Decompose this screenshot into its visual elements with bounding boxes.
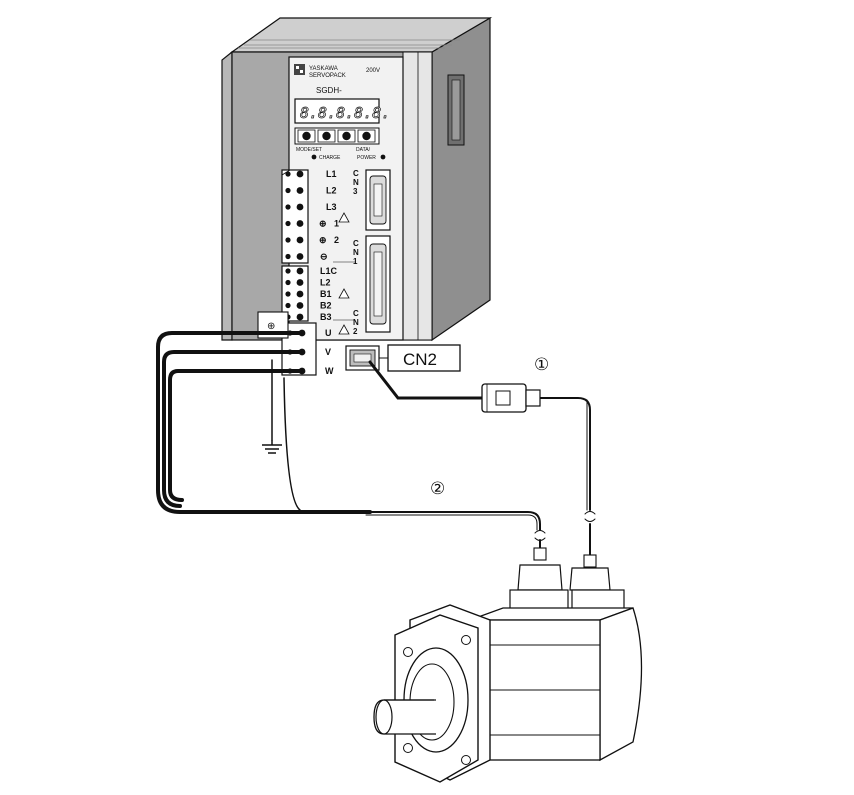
warning-triangle-icon [338,288,350,299]
cable-1-number: ① [534,355,549,374]
connector-label-letter: C [353,239,359,248]
servomotor [373,547,643,783]
charge-led-icon [311,154,317,160]
terminal-screw-icon [296,313,304,321]
encoder-cable-connector [481,383,541,413]
terminal-label: L3 [326,202,337,212]
connector-label-letter: N [353,318,359,327]
connector-label-letter: C [353,309,359,318]
terminal-screw-icon [296,187,304,194]
model-number: SGDH- [316,86,342,95]
cable-2-number: ② [430,479,445,498]
warning-triangle-icon [338,324,350,335]
brand-header: YASKAWA SERVOPACK 200V SGDH- [294,64,380,95]
operator-buttons: MODE/SET DATA/ CHARGE POWER [294,127,386,161]
terminal-label: L1C [320,266,338,276]
terminal-screw-icon [285,268,291,274]
plus-symbol-icon: ⊕ [319,219,327,229]
data-button[interactable] [357,129,376,143]
connector-label-letter: 1 [353,257,358,266]
connector-cn3[interactable] [365,169,391,231]
brand-servopack: SERVOPACK [309,73,346,79]
power-led-icon [380,154,386,160]
terminal-screw-icon [296,302,304,309]
yaskawa-logo-icon [294,64,305,75]
terminal-screw-icon [296,170,304,178]
terminal-screw-icon [285,253,291,260]
terminal-screw-icon [285,187,291,194]
connector-label-letter: 3 [353,187,358,196]
warning-icons [333,212,355,335]
ground-icon [262,440,282,454]
terminal-label: B2 [320,301,332,311]
terminal-screw-icon [285,279,291,286]
brand-yaskawa: YASKAWA [309,66,338,72]
display-readout: 8.8.8.8.8. [300,104,390,122]
terminal-label: B3 [320,312,332,322]
data-label: DATA/ [356,147,371,153]
mode-set-label: MODE/SET [296,147,322,153]
terminal-label: B1 [320,289,332,299]
terminal-label: L1 [326,169,337,179]
motor-power-cable [156,331,546,549]
flange-bolt-hole [403,743,413,753]
flange-bolt-hole [403,647,413,657]
motor-terminal-block: UVW [281,322,334,376]
down-button[interactable] [337,129,356,143]
plus-symbol-icon: ⊕ [319,235,327,245]
terminal-label: ⊖ [320,252,328,262]
terminal-label: L2 [326,186,337,196]
connector-cn1[interactable] [365,235,391,333]
terminal-label: W [325,366,334,376]
voltage-rating: 200V [366,68,380,74]
charge-label: CHARGE [319,155,341,161]
encoder-cable [368,360,596,556]
connector-cn2[interactable] [345,345,380,371]
connector-label-letter: N [353,178,359,187]
terminal-label: 2 [334,235,339,245]
motor-shaft [373,699,436,735]
terminal-screw-icon [285,237,291,243]
connector-label-letter: N [353,248,359,257]
terminal-screw-icon [285,302,291,309]
terminal-screw-icon [296,203,304,211]
terminal-label: 1 [334,219,339,229]
terminal-screw-icon [296,290,304,298]
up-button[interactable] [317,129,336,143]
terminal-label: V [325,347,331,357]
terminal-label: L2 [320,278,331,288]
terminal-screw-icon [285,291,291,297]
seven-segment-display: 8.8.8.8.8. [294,98,391,124]
flange-bolt-hole [461,635,471,645]
terminal-screw-icon [296,236,304,244]
warning-triangle-icon [338,212,350,223]
ground-terminal-symbol: ⊕ [267,321,275,332]
motor-power-connector [509,547,569,617]
connector-label-letter: C [353,169,359,178]
terminal-screw-icon [285,220,291,227]
cn2-callout: CN2 [379,344,461,372]
terminal-screw-icon [296,220,304,227]
terminal-label: U [325,328,332,338]
terminal-screw-icon [285,171,291,177]
cn2-callout-label: CN2 [403,350,437,369]
terminal-screw-icon [296,267,304,275]
terminal-screw-icon [296,279,304,286]
connector-label-letter: 2 [353,327,358,336]
flange-bolt-hole [461,755,471,765]
mode-set-button[interactable] [297,129,316,143]
power-label: POWER [357,155,376,161]
terminal-screw-icon [296,253,304,260]
motor-encoder-connector [569,554,625,617]
terminal-screw-icon [285,204,291,210]
